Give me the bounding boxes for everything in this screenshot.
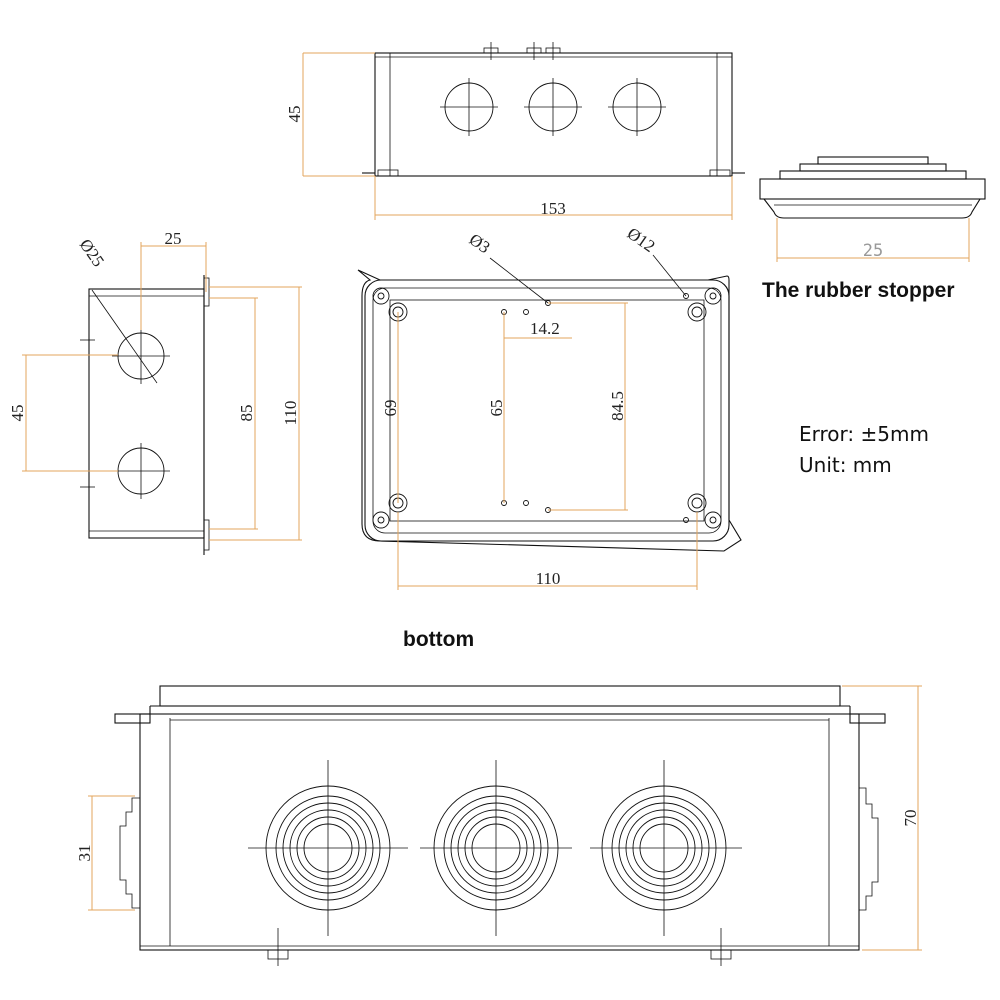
side-view-dimensions — [22, 242, 302, 541]
side-view — [80, 275, 210, 555]
dim-top-height: 45 — [285, 106, 304, 123]
dim-stopper-25: 25 — [863, 241, 883, 261]
stopper-dimensions — [776, 218, 970, 262]
dim-bottom-14-2: 14.2 — [530, 319, 560, 338]
dim-bottom-d12: Ø12 — [624, 224, 659, 256]
rubber-stopper-label: The rubber stopper — [762, 279, 955, 302]
dim-front-31: 31 — [75, 845, 94, 862]
top-view-dimensions — [302, 52, 733, 220]
dim-bottom-69: 69 — [381, 400, 400, 417]
dim-bottom-65: 65 — [487, 400, 506, 417]
bottom-label: bottom — [403, 628, 475, 651]
dim-side-d25: Ø25 — [76, 235, 108, 270]
dim-side-25: 25 — [165, 229, 182, 248]
dim-bottom-84-5: 84.5 — [608, 391, 627, 421]
dim-side-110: 110 — [281, 401, 300, 426]
dim-bottom-d3: Ø3 — [466, 230, 494, 257]
front-view-dimensions — [88, 685, 922, 951]
unit-note: Unit: mm — [799, 453, 892, 477]
dim-front-70: 70 — [901, 810, 920, 827]
dim-top-width: 153 — [540, 199, 566, 218]
dim-side-45: 45 — [8, 405, 27, 422]
dim-bottom-110: 110 — [536, 569, 561, 588]
rubber-stopper-drawing — [759, 156, 986, 219]
bottom-view — [357, 254, 742, 552]
top-view — [362, 42, 745, 177]
dim-side-85: 85 — [237, 405, 256, 422]
bottom-view-dimensions — [397, 302, 698, 590]
front-view — [114, 685, 886, 966]
error-note: Error: ±5mm — [799, 422, 929, 446]
